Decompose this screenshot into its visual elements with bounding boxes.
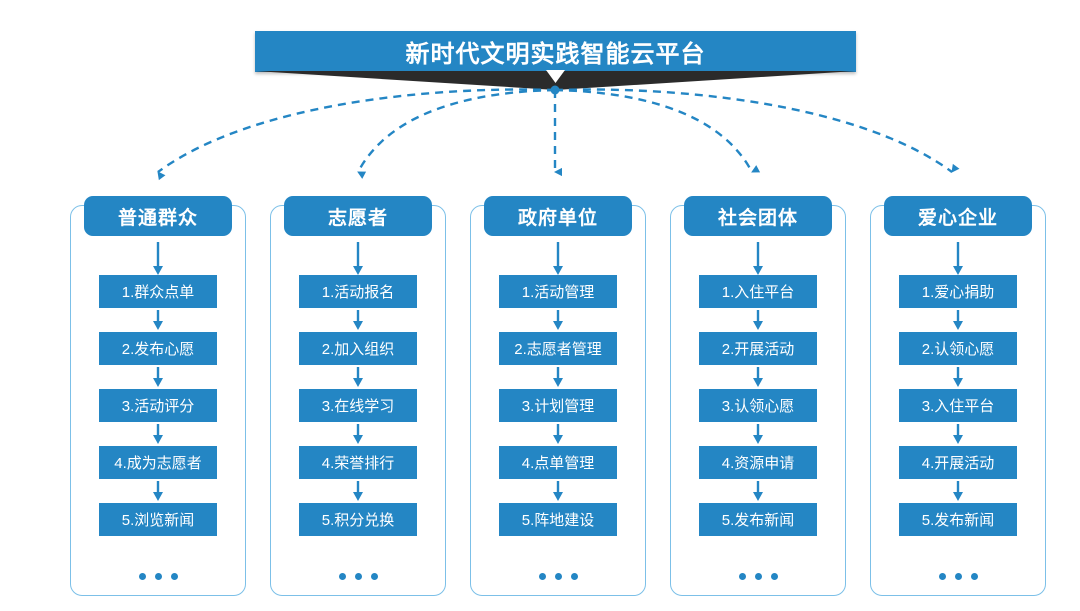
arrow-social-group-1-to-2 (751, 310, 765, 330)
arrow-header-to-item-1-public (151, 242, 165, 275)
step-item-public-2[interactable]: 2.发布心愿 (99, 332, 217, 365)
arrow-volunteer-2-to-3 (351, 367, 365, 387)
step-item-government-2[interactable]: 2.志愿者管理 (499, 332, 617, 365)
step-item-government-3[interactable]: 3.计划管理 (499, 389, 617, 422)
step-item-volunteer-3[interactable]: 3.在线学习 (299, 389, 417, 422)
step-item-enterprise-4[interactable]: 4.开展活动 (899, 446, 1017, 479)
arrow-public-3-to-4 (151, 424, 165, 444)
step-item-enterprise-3[interactable]: 3.入住平台 (899, 389, 1017, 422)
more-items-ellipsis-social-group (699, 565, 817, 587)
step-item-enterprise-1[interactable]: 1.爱心捐助 (899, 275, 1017, 308)
connector-to-public (157, 88, 556, 181)
page-title: 新时代文明实践智能云平台 (405, 41, 706, 68)
step-item-public-3[interactable]: 3.活动评分 (99, 389, 217, 422)
role-column-header-enterprise[interactable]: 爱心企业 (884, 196, 1032, 236)
step-item-government-5[interactable]: 5.阵地建设 (499, 503, 617, 536)
step-item-social-group-4[interactable]: 4.资源申请 (699, 446, 817, 479)
more-items-ellipsis-public (99, 565, 217, 587)
arrow-government-2-to-3 (551, 367, 565, 387)
arrow-enterprise-4-to-5 (951, 481, 965, 501)
arrow-enterprise-1-to-2 (951, 310, 965, 330)
more-items-ellipsis-volunteer (299, 565, 417, 587)
arrow-volunteer-4-to-5 (351, 481, 365, 501)
connector-to-enterprise (554, 88, 960, 173)
role-column-header-public[interactable]: 普通群众 (84, 196, 232, 236)
more-items-ellipsis-government (499, 565, 617, 587)
step-item-government-4[interactable]: 4.点单管理 (499, 446, 617, 479)
role-column-header-volunteer[interactable]: 志愿者 (284, 196, 432, 236)
step-item-social-group-3[interactable]: 3.认领心愿 (699, 389, 817, 422)
arrow-header-to-item-1-government (551, 242, 565, 275)
connector-to-social-group (554, 88, 761, 173)
step-item-government-1[interactable]: 1.活动管理 (499, 275, 617, 308)
arrow-volunteer-1-to-2 (351, 310, 365, 330)
step-item-public-1[interactable]: 1.群众点单 (99, 275, 217, 308)
arrow-government-3-to-4 (551, 424, 565, 444)
step-item-enterprise-5[interactable]: 5.发布新闻 (899, 503, 1017, 536)
arrow-public-2-to-3 (151, 367, 165, 387)
arrow-header-to-item-1-social-group (751, 242, 765, 275)
step-item-social-group-1[interactable]: 1.入住平台 (699, 275, 817, 308)
step-item-volunteer-2[interactable]: 2.加入组织 (299, 332, 417, 365)
arrow-header-to-item-1-volunteer (351, 242, 365, 275)
arrow-social-group-3-to-4 (751, 424, 765, 444)
arrow-enterprise-2-to-3 (951, 367, 965, 387)
step-item-public-5[interactable]: 5.浏览新闻 (99, 503, 217, 536)
arrow-social-group-4-to-5 (751, 481, 765, 501)
connector-to-volunteer (356, 88, 556, 179)
arrow-header-to-item-1-enterprise (951, 242, 965, 275)
arrow-volunteer-3-to-4 (351, 424, 365, 444)
step-item-volunteer-5[interactable]: 5.积分兑换 (299, 503, 417, 536)
arrow-public-1-to-2 (151, 310, 165, 330)
step-item-social-group-2[interactable]: 2.开展活动 (699, 332, 817, 365)
arrow-government-1-to-2 (551, 310, 565, 330)
arrow-public-4-to-5 (151, 481, 165, 501)
role-column-header-government[interactable]: 政府单位 (484, 196, 632, 236)
arrow-enterprise-3-to-4 (951, 424, 965, 444)
role-column-header-social-group[interactable]: 社会团体 (684, 196, 832, 236)
arrow-government-4-to-5 (551, 481, 565, 501)
step-item-social-group-5[interactable]: 5.发布新闻 (699, 503, 817, 536)
step-item-volunteer-1[interactable]: 1.活动报名 (299, 275, 417, 308)
step-item-public-4[interactable]: 4.成为志愿者 (99, 446, 217, 479)
more-items-ellipsis-enterprise (899, 565, 1017, 587)
platform-title-banner: 新时代文明实践智能云平台 (255, 31, 856, 72)
step-item-volunteer-4[interactable]: 4.荣誉排行 (299, 446, 417, 479)
arrow-social-group-2-to-3 (751, 367, 765, 387)
step-item-enterprise-2[interactable]: 2.认领心愿 (899, 332, 1017, 365)
